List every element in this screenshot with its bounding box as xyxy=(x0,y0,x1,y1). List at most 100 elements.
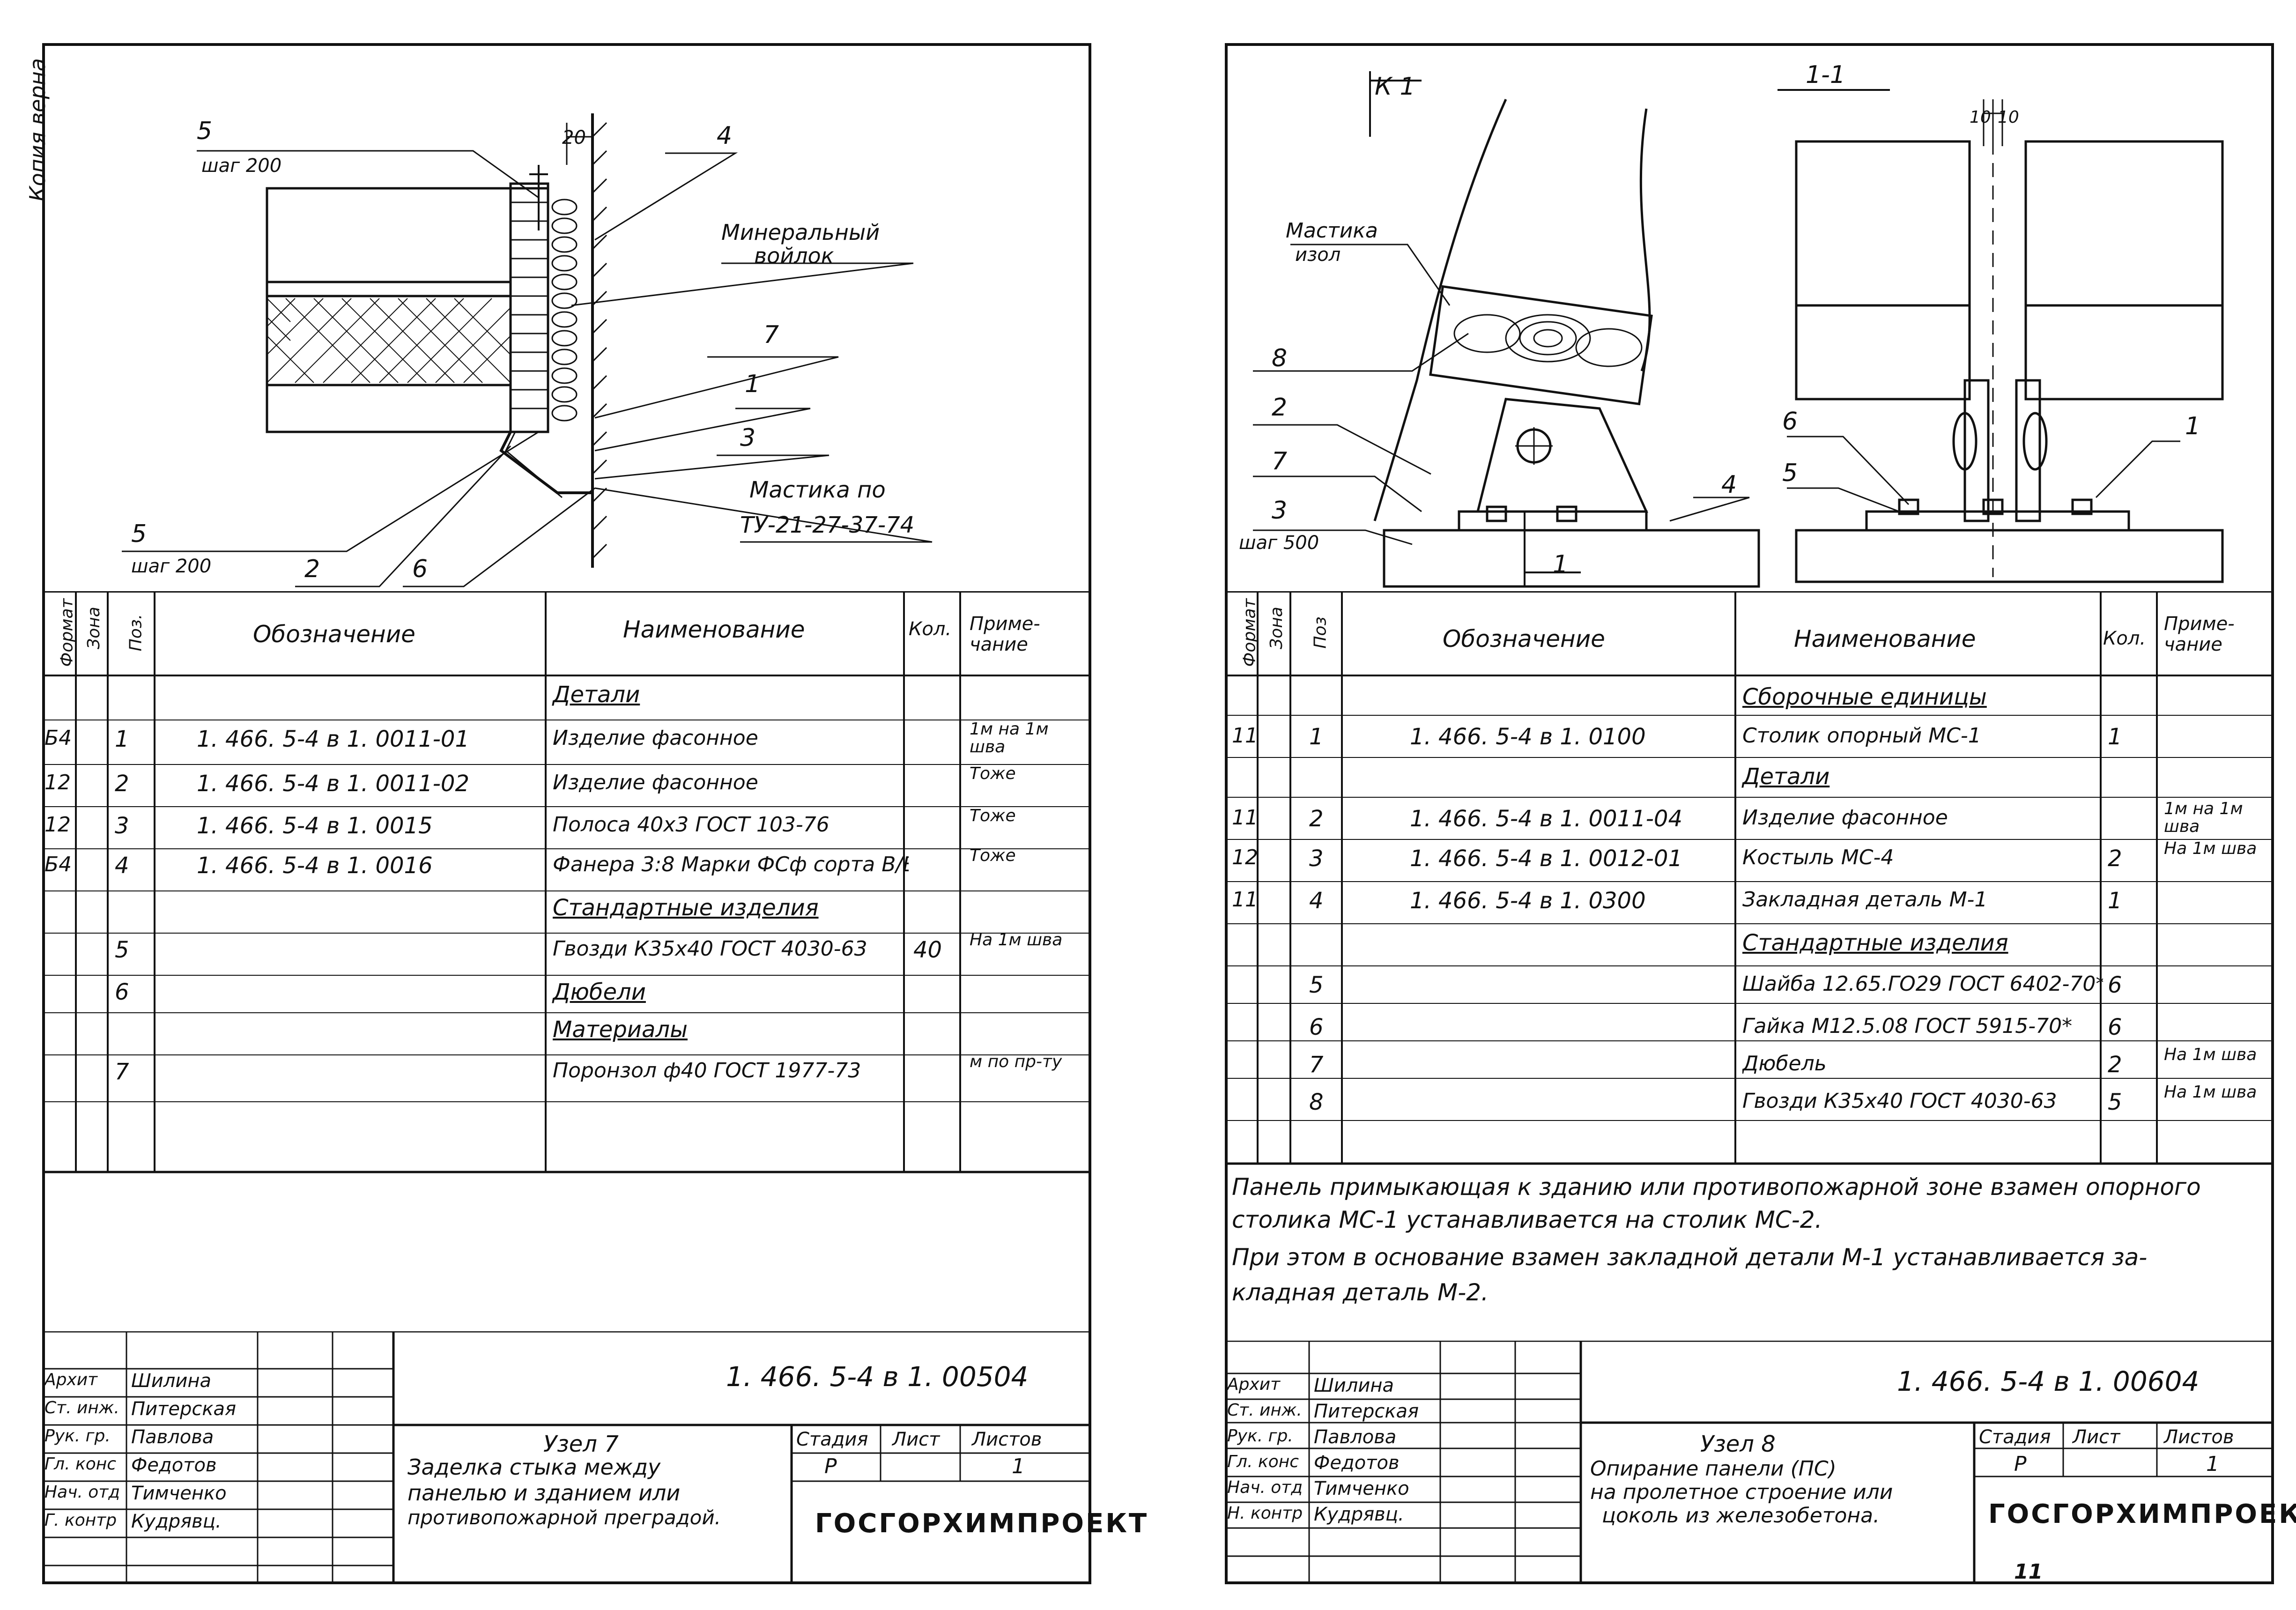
spec-pos: 2 xyxy=(1309,806,1324,832)
left-label-5-top: 5 xyxy=(197,117,212,145)
spec-format: Б4 xyxy=(44,853,72,876)
left-title-3: панелью и зданием или xyxy=(407,1480,681,1506)
note-line-2: столика МС-1 устанавливается на столик М… xyxy=(1232,1206,1822,1233)
spec-name: Изделие фасонное xyxy=(553,726,758,750)
right-label-2: 2 xyxy=(1272,393,1287,422)
right-header-designation: Обозначение xyxy=(1443,625,1605,653)
right-label-k1-bot: 1 xyxy=(1553,550,1568,579)
person-name: Павлова xyxy=(131,1426,214,1448)
spec-name: Гвозди К35х40 ГОСТ 4030-63 xyxy=(1742,1089,2057,1113)
right-dim-10b: 10 xyxy=(1998,108,2019,127)
left-title-4: противопожарной преградой. xyxy=(407,1506,721,1529)
spec-note: Тоже xyxy=(970,806,1016,825)
note-line-3: При этом в основание взамен закладной де… xyxy=(1232,1244,2148,1271)
person-name: Федотов xyxy=(1314,1452,1400,1474)
left-title-2: Заделка стыка между xyxy=(407,1454,661,1480)
spec-note: На 1м шва xyxy=(2164,839,2257,858)
right-label-mastic-2: изол xyxy=(1295,244,1341,266)
spec-qty: 5 xyxy=(2108,1089,2122,1115)
spec-name: Детали xyxy=(553,682,640,708)
right-title-1: Узел 8 xyxy=(1700,1431,1776,1457)
left-label-3: 3 xyxy=(740,424,755,452)
right-sheet-label: Лист xyxy=(2073,1426,2120,1448)
left-label-5-bot-sub: шаг 200 xyxy=(131,556,211,577)
spec-name: Детали xyxy=(1742,764,1830,790)
spec-name: Полоса 40х3 ГОСТ 103-76 xyxy=(553,813,830,837)
left-stage: Р xyxy=(824,1454,837,1478)
spec-pos: 6 xyxy=(1309,1014,1324,1040)
right-designation: 1. 466. 5-4 в 1. 00604 xyxy=(1897,1365,2200,1397)
right-title-4: цоколь из железобетона. xyxy=(1602,1504,1880,1528)
left-header-name: Наименование xyxy=(623,616,805,643)
right-stage: Р xyxy=(2014,1452,2027,1476)
spec-note: На 1м шва xyxy=(2164,1083,2257,1102)
spec-pos: 5 xyxy=(1309,972,1324,998)
left-header-zone: Зона xyxy=(84,607,104,649)
spec-note: м по пр-ту xyxy=(970,1052,1062,1071)
left-label-mastic-1: Мастика по xyxy=(749,477,886,503)
page-number: 11 xyxy=(2014,1560,2043,1584)
spec-name: Гайка М12.5.08 ГОСТ 5915-70* xyxy=(1742,1014,2073,1038)
spec-pos: 4 xyxy=(1309,888,1324,914)
note-line-1: Панель примыкающая к зданию или противоп… xyxy=(1232,1173,2201,1201)
left-spec-grid xyxy=(42,591,1091,1173)
note-line-4: кладная деталь М-2. xyxy=(1232,1279,1489,1306)
right-sheets-label: Листов xyxy=(2164,1426,2234,1448)
spec-qty: 6 xyxy=(2108,1014,2122,1040)
left-header-format: Формат xyxy=(57,598,77,667)
spec-format: 11 xyxy=(1232,888,1258,912)
right-label-4: 4 xyxy=(1721,471,1737,499)
spec-name: Дюбели xyxy=(553,979,646,1005)
spec-format: Б4 xyxy=(44,726,72,750)
left-org: ГОСГОРХИМПРОЕКТ xyxy=(815,1508,1149,1539)
right-title-2: Опирание панели (ПС) xyxy=(1590,1457,1837,1481)
spec-pos: 7 xyxy=(115,1059,129,1085)
spec-designation: 1. 466. 5-4 в 1. 0300 xyxy=(1410,888,1646,914)
person-role: Г. контр xyxy=(44,1511,117,1530)
spec-qty: 6 xyxy=(2108,972,2122,998)
person-name: Питерская xyxy=(1314,1401,1419,1422)
spec-pos: 2 xyxy=(115,771,129,797)
right-label-7: 7 xyxy=(1272,447,1287,475)
person-role: Нач. отд xyxy=(1227,1478,1303,1497)
right-label-section: 1-1 xyxy=(1806,61,1845,89)
right-label-6: 6 xyxy=(1782,408,1798,436)
spec-qty: 40 xyxy=(913,937,942,963)
left-label-mineral-2: войлок xyxy=(754,243,834,268)
spec-name: Закладная деталь М-1 xyxy=(1742,888,1988,912)
person-role: Н. контр xyxy=(1227,1504,1303,1523)
person-name: Федотов xyxy=(131,1454,217,1476)
left-title-1: Узел 7 xyxy=(543,1431,619,1457)
person-role: Нач. отд xyxy=(44,1483,120,1502)
left-label-2: 2 xyxy=(304,555,320,583)
right-sheet-frame xyxy=(1225,43,2274,1584)
left-designation: 1. 466. 5-4 в 1. 00504 xyxy=(726,1361,1029,1393)
spec-name: Дюбель xyxy=(1742,1052,1827,1076)
spec-designation: 1. 466. 5-4 в 1. 0012-01 xyxy=(1410,846,1682,872)
spec-format: 12 xyxy=(44,813,71,837)
left-label-6: 6 xyxy=(412,555,428,583)
left-label-mineral-1: Минеральный xyxy=(721,220,880,245)
spec-name: Шайба 12.65.ГО29 ГОСТ 6402-70* xyxy=(1742,972,2103,996)
right-label-8: 8 xyxy=(1272,344,1287,372)
left-header-qty: Кол. xyxy=(909,618,952,640)
left-drawing: 5 шаг 200 20 4 Минеральный войлок 7 1 3 … xyxy=(122,113,933,587)
left-sheet-frame xyxy=(42,43,1091,1584)
right-label-k1-top: К 1 xyxy=(1375,73,1415,101)
left-label-4: 4 xyxy=(717,122,732,150)
spec-designation: 1. 466. 5-4 в 1. 0100 xyxy=(1410,724,1646,750)
right-title-3: на пролетное строение или xyxy=(1590,1480,1893,1504)
left-stage-label: Стадия xyxy=(796,1429,868,1450)
left-header-pos: Поз. xyxy=(126,614,146,652)
person-role: Ст. инж. xyxy=(1227,1401,1302,1420)
spec-qty: 1 xyxy=(2108,724,2122,750)
person-name: Кудрявц. xyxy=(131,1511,222,1532)
left-label-7: 7 xyxy=(763,321,779,349)
right-title-block-grid xyxy=(1225,1341,2274,1584)
spec-note: Тоже xyxy=(970,846,1016,865)
right-spec-grid xyxy=(1225,591,2274,1165)
spec-designation: 1. 466. 5-4 в 1. 0011-04 xyxy=(1410,806,1682,832)
spec-pos: 7 xyxy=(1309,1052,1324,1078)
spec-pos: 5 xyxy=(115,937,129,963)
left-header-note: Приме- чание xyxy=(970,613,1040,655)
